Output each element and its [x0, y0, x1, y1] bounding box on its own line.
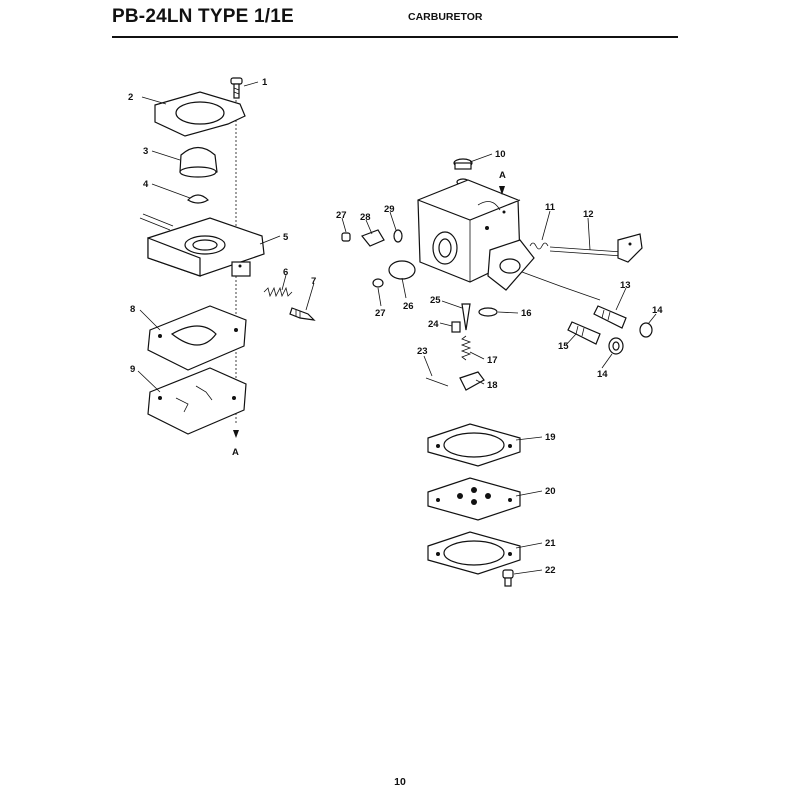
section-subtitle: CARBURETOR — [408, 11, 483, 23]
part-15-needle — [567, 321, 601, 345]
callout-26: 26 — [403, 301, 414, 312]
callout-2: 2 — [128, 92, 133, 103]
callout-labels: 1 2 3 4 5 6 7 8 9 10 11 12 13 14 14 15 1… — [128, 77, 663, 576]
callout-20: 20 — [545, 486, 556, 497]
part-18-lever — [459, 371, 485, 391]
callout-22: 22 — [545, 565, 556, 576]
callout-29: 29 — [384, 204, 395, 215]
part-28-plate — [361, 229, 385, 247]
part-27-screw-upper — [341, 232, 351, 242]
callout-11: 11 — [545, 202, 556, 213]
part-3-primer-bulb — [179, 146, 218, 178]
part-14-limiter-cap-upper — [639, 322, 653, 338]
part-27-screw-lower — [372, 278, 384, 288]
part-19-gasket — [427, 423, 521, 467]
callout-14-lower: 14 — [597, 369, 608, 380]
callout-7: 7 — [311, 276, 316, 287]
reference-label-a-right: A — [499, 170, 506, 181]
part-24-screw — [451, 321, 461, 333]
part-8-gasket — [147, 305, 247, 371]
callout-27-lower: 27 — [375, 308, 386, 319]
part-4-check-valve — [187, 194, 209, 204]
part-16-disc — [478, 307, 498, 317]
part-6-spring — [263, 286, 293, 298]
part-20-diaphragm — [427, 477, 521, 521]
part-25-inlet-needle — [461, 303, 471, 331]
callout-16: 16 — [521, 308, 532, 319]
carburetor-body — [417, 179, 535, 291]
callout-6: 6 — [283, 267, 288, 278]
part-1-screw — [230, 77, 243, 99]
part-29-clip — [393, 229, 403, 243]
part-22-screw — [502, 569, 514, 587]
part-9-diaphragm — [147, 367, 247, 435]
part-13-needle — [593, 305, 627, 329]
reference-arrow-a-right — [499, 186, 505, 195]
part-14-limiter-cap-lower — [608, 337, 624, 355]
callout-21: 21 — [545, 538, 556, 549]
callout-1: 1 — [262, 77, 268, 88]
part-7-needle — [289, 307, 316, 321]
part-17-spring — [460, 335, 472, 361]
reference-label-a-left: A — [232, 447, 239, 458]
page-title: PB-24LN TYPE 1/1E — [112, 6, 294, 27]
callout-5: 5 — [283, 232, 289, 243]
needle-guide-line — [521, 271, 601, 301]
callout-8: 8 — [130, 304, 135, 315]
part-2-cover-gasket — [154, 91, 246, 137]
part-12-throttle-shaft — [549, 233, 643, 263]
part-23-pin — [425, 377, 449, 387]
page-number: 10 — [394, 776, 406, 788]
callout-19: 19 — [545, 432, 556, 443]
callout-14-upper: 14 — [652, 305, 663, 316]
leader-lines — [137, 81, 657, 575]
part-5-pump-body — [139, 213, 265, 277]
callout-10: 10 — [495, 149, 506, 160]
callout-13: 13 — [620, 280, 631, 291]
part-21-cover — [427, 531, 521, 575]
callout-4: 4 — [143, 179, 149, 190]
part-26-disc — [388, 260, 416, 280]
callout-12: 12 — [583, 209, 594, 220]
callout-15: 15 — [558, 341, 569, 352]
callout-9: 9 — [130, 364, 135, 375]
callout-23: 23 — [417, 346, 428, 357]
callout-27-upper: 27 — [336, 210, 347, 221]
header-rule — [112, 36, 678, 38]
callout-18: 18 — [487, 380, 498, 391]
callout-25: 25 — [430, 295, 441, 306]
callout-24: 24 — [428, 319, 439, 330]
callout-28: 28 — [360, 212, 371, 223]
callout-17: 17 — [487, 355, 498, 366]
part-11-spring — [529, 242, 549, 250]
reference-arrow-a-left — [233, 430, 239, 438]
callout-3: 3 — [143, 146, 148, 157]
